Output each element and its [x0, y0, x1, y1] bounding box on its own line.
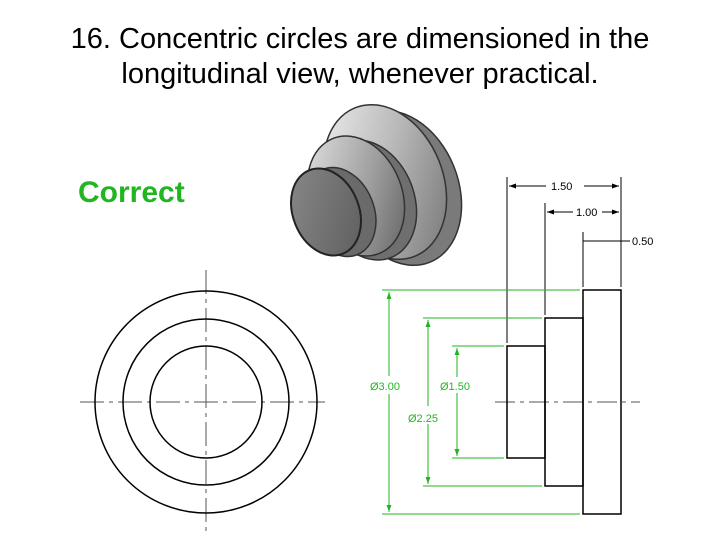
dim-text-small: 0.50 — [632, 236, 653, 248]
isometric-part-3d — [290, 103, 463, 267]
dim-text-diameter-large: Ø3.00 — [370, 381, 400, 393]
large-step-rect — [582, 289, 622, 515]
slide-title-line-1: 16. Concentric circles are dimensioned i… — [70, 23, 650, 55]
dim-text-diameter-small: Ø1.50 — [440, 381, 470, 393]
longitudinal-view — [495, 289, 640, 515]
inner-circle — [149, 345, 263, 459]
length-dimensions: 1.50 1.00 0.50 — [506, 177, 653, 343]
dim-text-middle: 1.00 — [576, 207, 597, 219]
small-step-3d — [290, 166, 377, 258]
diameter-dimensions: Ø3.00 Ø2.25 Ø1.50 — [370, 289, 580, 515]
correct-label: Correct — [78, 176, 185, 209]
dim-text-diameter-middle: Ø2.25 — [408, 413, 438, 425]
slide-title: 16. Concentric circles are dimensioned i… — [0, 22, 720, 92]
circular-view — [80, 270, 325, 535]
slide-title-line-2: longitudinal view, whenever practical. — [121, 58, 599, 90]
dim-text-overall: 1.50 — [551, 181, 572, 193]
middle-circle — [122, 318, 290, 486]
outer-circle — [94, 290, 318, 514]
